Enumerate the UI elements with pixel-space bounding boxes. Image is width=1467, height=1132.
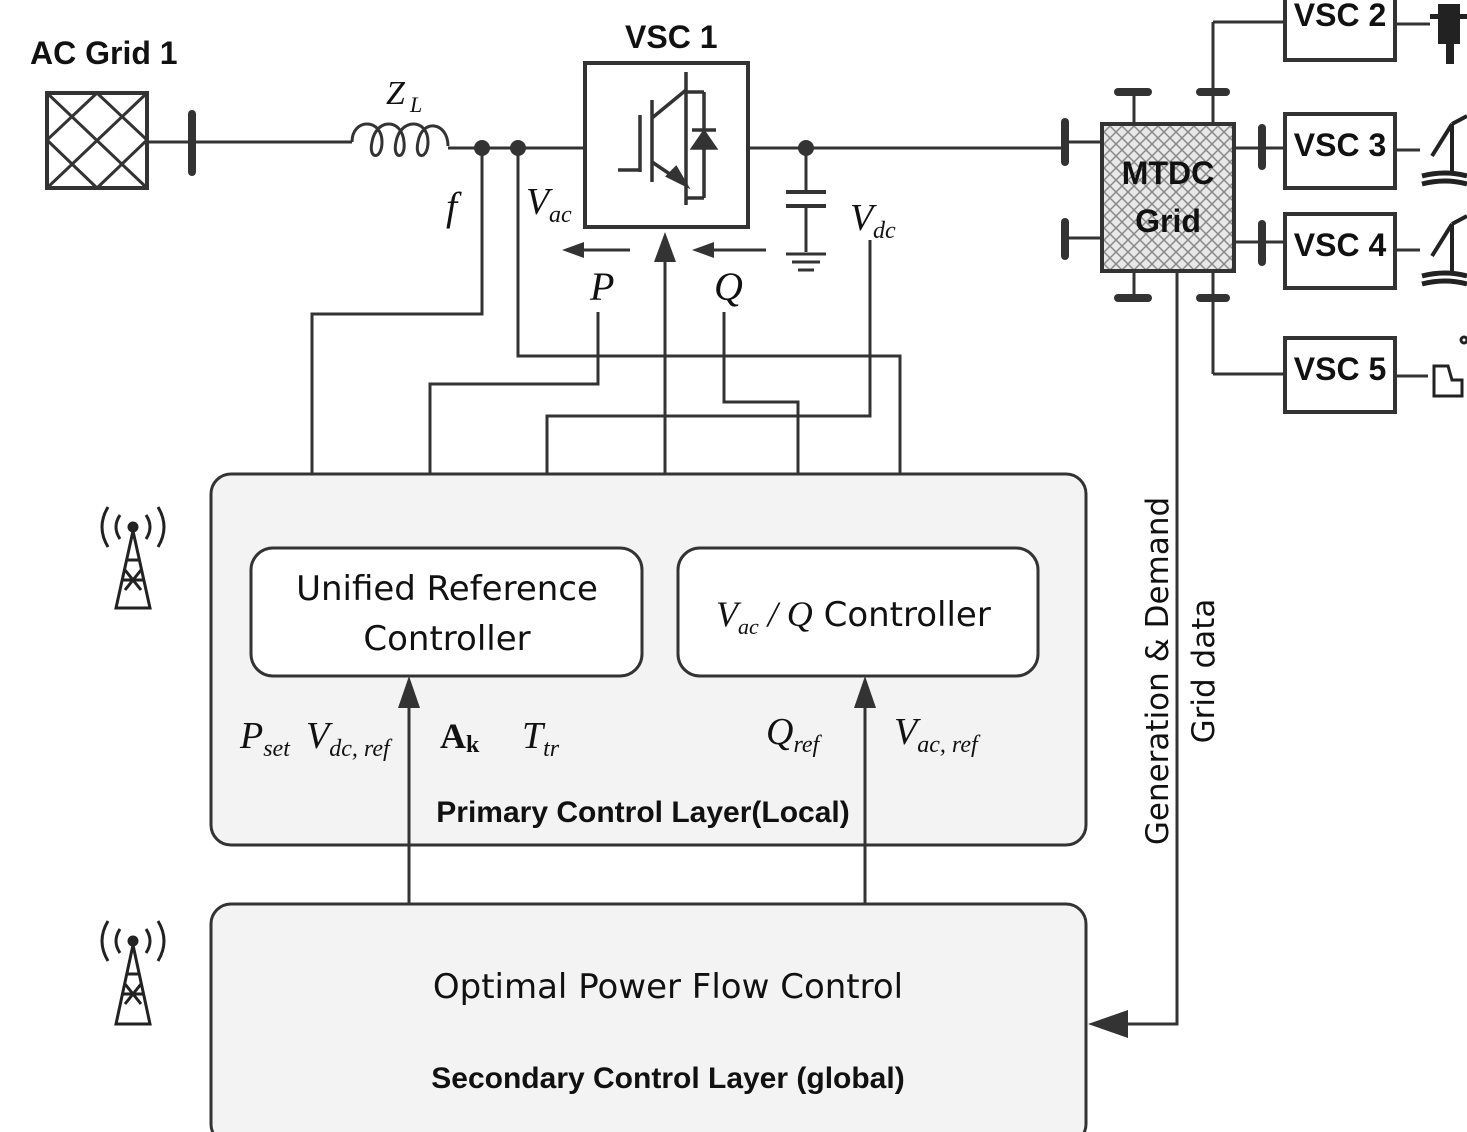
antenna-tower-icon xyxy=(100,920,166,1026)
svg-text:L: L xyxy=(409,92,422,117)
qref-label: Qref xyxy=(766,711,823,758)
igbt-icon xyxy=(618,72,719,205)
unified-reference-controller[interactable] xyxy=(249,546,644,678)
primary-layer-title: Primary Control Layer(Local) xyxy=(436,796,849,829)
svg-text:V: V xyxy=(526,181,553,223)
f-label: f xyxy=(446,184,462,229)
p-label: P xyxy=(589,264,614,309)
vac-label: V ac xyxy=(526,181,572,228)
svg-text:Z: Z xyxy=(386,75,406,112)
vdcref-label: Vdc, ref xyxy=(306,715,393,762)
ak-label: Ak xyxy=(440,716,480,758)
side-label-line1: Generation & Demand xyxy=(1140,497,1176,845)
mtdc-label-line1: MTDC xyxy=(1122,155,1214,191)
vsc2-box xyxy=(1283,0,1397,62)
side-label-line2: Grid data xyxy=(1186,599,1222,744)
q-direction-arrow xyxy=(692,242,766,258)
line-impedance-label: Z L xyxy=(386,75,422,117)
ac-grid-icon xyxy=(45,91,149,190)
vsc5-box xyxy=(1283,336,1397,414)
vdc-label: V dc xyxy=(850,197,896,244)
svg-text:V: V xyxy=(850,197,877,239)
mtdc-grid-box xyxy=(1100,122,1236,273)
capacitor-icon xyxy=(786,148,826,252)
unified-controller-line2: Controller xyxy=(363,619,530,659)
secondary-layer-subtitle: Optimal Power Flow Control xyxy=(433,967,903,1007)
vsc2-label: VSC 2 xyxy=(1294,0,1386,33)
secondary-layer-title: Secondary Control Layer (global) xyxy=(431,1062,904,1095)
inductor-icon xyxy=(350,122,450,157)
vsc4-label: VSC 4 xyxy=(1294,227,1387,263)
svg-text:ac: ac xyxy=(549,202,572,228)
wind-turbine-icon xyxy=(1421,214,1467,287)
vsc1-label: VSC 1 xyxy=(625,19,717,55)
unified-controller-line1: Unified Reference xyxy=(296,569,598,609)
vacref-label: Vac, ref xyxy=(894,711,981,758)
vsc5-label: VSC 5 xyxy=(1294,351,1386,387)
vsc3-label: VSC 3 xyxy=(1294,127,1386,163)
signal-wires xyxy=(310,148,912,528)
secondary-layer-box xyxy=(209,902,1088,1132)
vac-q-controller-label: Vac / Q Controller xyxy=(716,594,991,639)
pset-label: Pset xyxy=(239,715,291,762)
wind-turbine-icon xyxy=(1421,114,1467,187)
q-label: Q xyxy=(714,264,743,309)
house-icon xyxy=(1432,335,1467,398)
vac-q-controller[interactable] xyxy=(676,546,1040,678)
oil-platform-icon xyxy=(1430,4,1467,64)
ac-grid-label: AC Grid 1 xyxy=(30,35,178,71)
p-direction-arrow xyxy=(562,242,630,258)
grid-data-path xyxy=(1088,271,1179,1038)
svg-text:dc: dc xyxy=(873,218,896,244)
ttr-label: Ttr xyxy=(522,715,560,762)
antenna-tower-icon xyxy=(100,506,166,610)
reference-arrows xyxy=(398,676,876,904)
vsc1-box xyxy=(583,61,750,229)
ground-icon xyxy=(786,252,826,272)
mtdc-label-line2: Grid xyxy=(1135,203,1201,239)
